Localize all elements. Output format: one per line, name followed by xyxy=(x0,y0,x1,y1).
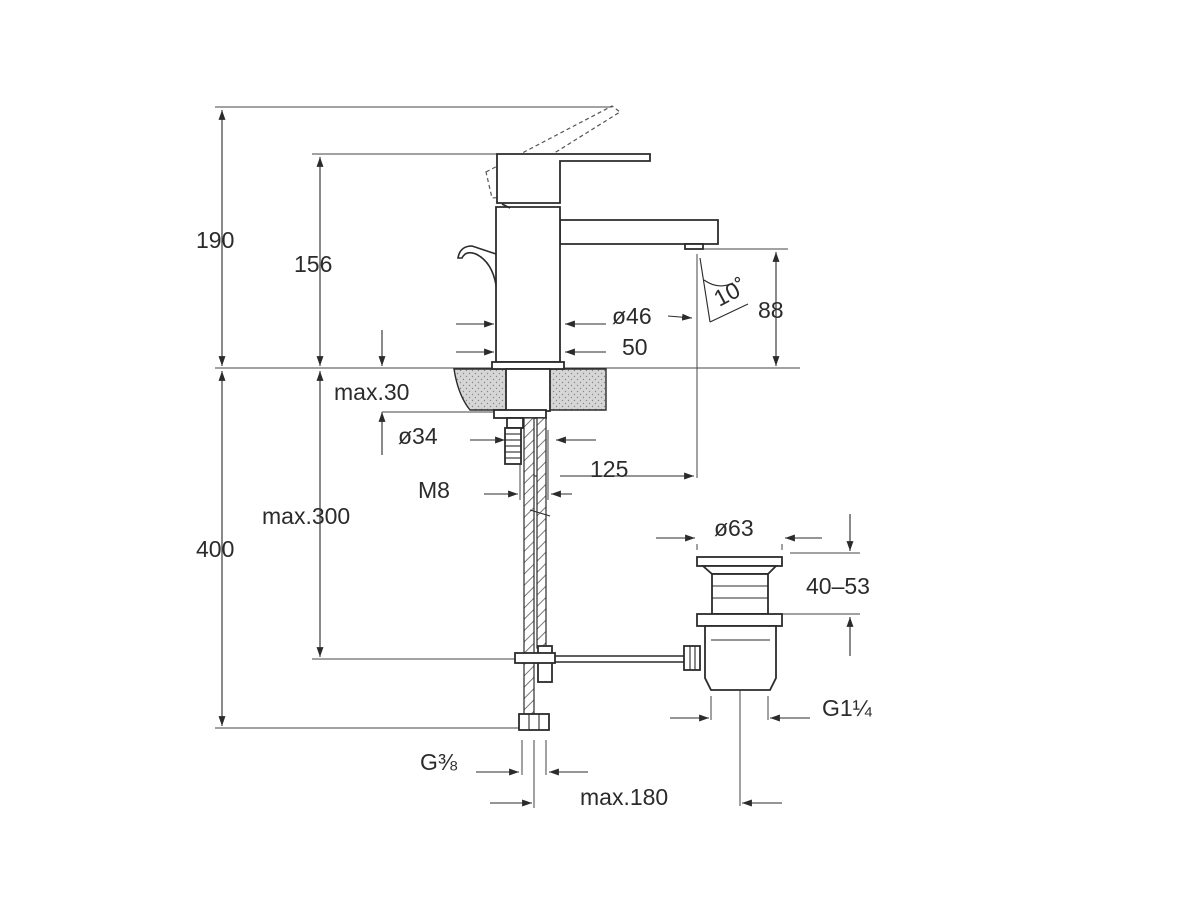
label-max-deck-thickness: max.30 xyxy=(334,379,409,405)
label-spout-reach: 125 xyxy=(590,456,628,482)
fixing-nut xyxy=(493,409,547,419)
waste-nut xyxy=(696,613,783,627)
supply-hose-right xyxy=(536,417,547,649)
aerator xyxy=(684,243,704,250)
spout xyxy=(559,219,719,245)
supply-hose-left xyxy=(523,417,535,715)
waste-assembly xyxy=(683,556,783,691)
label-base-width: 50 xyxy=(622,334,648,360)
pop-up-rod xyxy=(457,245,497,286)
dimension-labels: 190 156 10˚ 88 ø46 50 max.30 ø34 125 M8 … xyxy=(196,227,873,810)
label-thread-rod: M8 xyxy=(418,477,450,503)
faucet xyxy=(457,105,719,731)
label-waste-diameter: ø63 xyxy=(714,515,754,541)
lever-open-position xyxy=(485,105,622,199)
label-total-height: 190 xyxy=(196,227,234,253)
dimension-arrows xyxy=(218,110,854,807)
label-pipe-length: max.300 xyxy=(262,503,350,529)
handle xyxy=(496,153,651,204)
waste-plug xyxy=(696,556,783,567)
label-waste-adjust: 40–53 xyxy=(806,573,870,599)
label-hole-diameter: ø34 xyxy=(398,423,438,449)
label-hose-thread: G⅜ xyxy=(420,749,458,775)
label-max-reach: max.180 xyxy=(580,784,668,810)
label-hose-length: 400 xyxy=(196,536,234,562)
faucet-base xyxy=(491,361,565,370)
label-waste-thread: G1¼ xyxy=(822,695,873,721)
label-spout-height: 156 xyxy=(294,251,332,277)
label-body-diameter: ø46 xyxy=(612,303,652,329)
faucet-body xyxy=(495,206,561,363)
hose-nut xyxy=(518,713,550,731)
label-spout-clearance: 88 xyxy=(758,297,784,323)
